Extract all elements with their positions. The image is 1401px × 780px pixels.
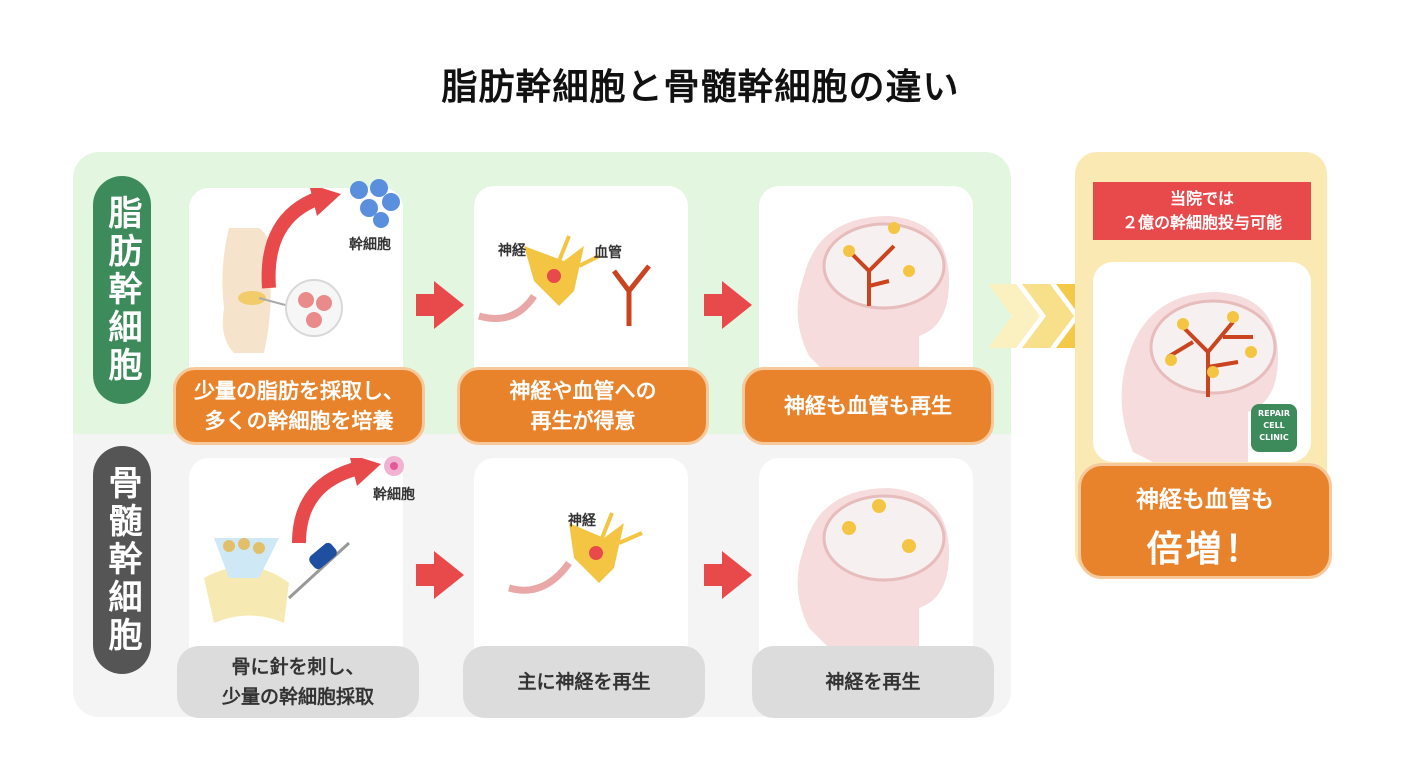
brain-icon bbox=[822, 494, 946, 582]
adipose-harvest-illustration bbox=[222, 184, 343, 353]
arrow-shaft bbox=[704, 294, 722, 316]
marrow-stem-cell-label: 幹細胞 bbox=[373, 487, 415, 503]
clinic-result-line2: 倍増！ bbox=[1146, 529, 1264, 570]
adipose-result-card bbox=[759, 186, 973, 401]
marrow-step-3: 神経を再生 bbox=[752, 646, 994, 718]
axon-icon bbox=[478, 293, 537, 322]
clinic-logo: REPAIR CELL CLINIC bbox=[1251, 404, 1297, 452]
arrow-shaft bbox=[416, 564, 434, 586]
marrow-step-2: 主に神経を再生 bbox=[463, 646, 705, 718]
marrow-harvest-card bbox=[189, 454, 403, 673]
brain-enhanced-illustration bbox=[1121, 292, 1278, 462]
clinic-result-card: REPAIR CELL CLINIC bbox=[1093, 262, 1311, 462]
needle-icon bbox=[287, 541, 351, 600]
nerve-illustration bbox=[508, 512, 643, 594]
adipose-regeneration-card: 神経 血管 bbox=[474, 186, 688, 401]
arrow-shaft bbox=[704, 564, 722, 586]
right-arrow-icon bbox=[722, 281, 752, 329]
adipose-nerve-label: 神経 bbox=[498, 243, 526, 259]
right-arrow-icon bbox=[434, 281, 464, 329]
fat-tissue-icon bbox=[238, 291, 266, 305]
adipose-vessel-label: 血管 bbox=[594, 245, 622, 261]
right-arrow-icon bbox=[434, 551, 464, 599]
clinic-result-pill: 神経も血管も 倍増！ bbox=[1078, 463, 1332, 579]
single-stem-cell-icon bbox=[384, 456, 404, 476]
brain-nerve-vessel-illustration bbox=[797, 216, 949, 376]
page-title: 脂肪幹細胞と骨髄幹細胞の違い bbox=[441, 67, 960, 108]
stem-cell-cluster-icon bbox=[350, 179, 400, 228]
syringe-icon bbox=[309, 542, 337, 570]
right-arrow-icon bbox=[722, 551, 752, 599]
petri-dish-icon bbox=[285, 279, 343, 337]
marrow-row-label: 骨髄幹細胞 bbox=[93, 446, 151, 674]
pelvis-bone-icon bbox=[204, 566, 289, 623]
marrow-harvest-illustration bbox=[204, 454, 381, 623]
adipose-step-2: 神経や血管への 再生が得意 bbox=[457, 367, 709, 445]
brain-nerve-illustration bbox=[797, 488, 949, 648]
nerve-vessel-illustration bbox=[478, 235, 651, 326]
brain-icon bbox=[822, 222, 946, 310]
body-silhouette-icon bbox=[222, 228, 271, 353]
marrow-result-card bbox=[759, 458, 973, 673]
clinic-banner: 当院では ２億の幹細胞投与可能 bbox=[1093, 182, 1311, 240]
clinic-banner-line1: 当院では bbox=[1169, 189, 1234, 208]
clinic-banner-line2: ２億の幹細胞投与可能 bbox=[1121, 213, 1282, 232]
arrow-shaft bbox=[416, 294, 434, 316]
marrow-step-1: 骨に針を刺し、 少量の幹細胞採取 bbox=[177, 646, 419, 718]
adipose-row-label: 脂肪幹細胞 bbox=[93, 176, 151, 404]
adipose-step-1: 少量の脂肪を採取し、 多くの幹細胞を培養 bbox=[173, 367, 425, 445]
blood-vessel-icon bbox=[612, 264, 651, 326]
marrow-nerve-label: 神経 bbox=[568, 513, 596, 529]
adipose-stem-cell-label: 幹細胞 bbox=[349, 237, 391, 253]
clinic-result-line1: 神経も血管も bbox=[1136, 487, 1274, 513]
curved-arrow-icon bbox=[261, 191, 322, 289]
axon-icon bbox=[508, 560, 572, 594]
curved-arrow-icon bbox=[292, 461, 361, 544]
adipose-step-3: 神経も血管も再生 bbox=[742, 367, 994, 445]
marrow-regeneration-card: 神経 bbox=[474, 458, 688, 673]
